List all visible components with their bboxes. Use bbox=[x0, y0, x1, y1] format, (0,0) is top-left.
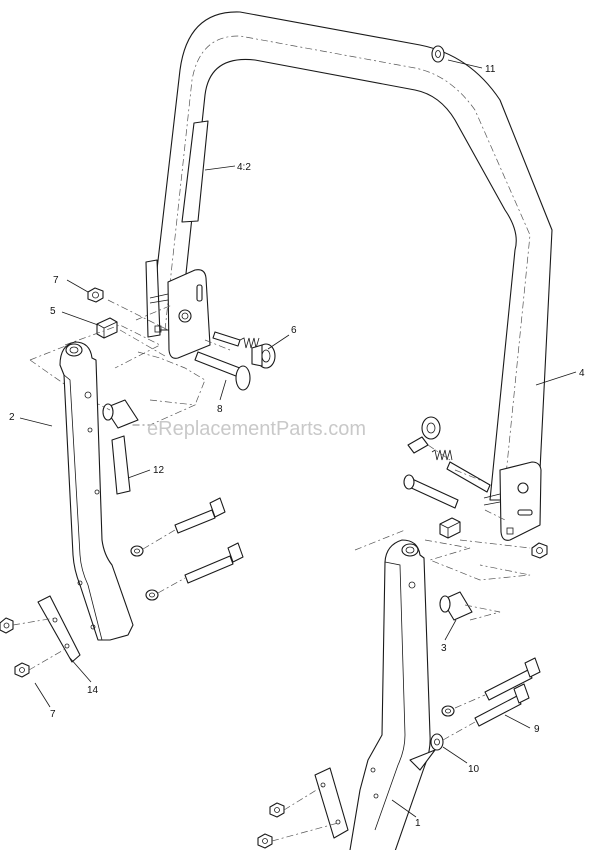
callout-8: 8 bbox=[217, 404, 223, 415]
left-hardware bbox=[29, 287, 276, 429]
callout-12: 12 bbox=[153, 465, 165, 476]
left-upright bbox=[59, 341, 134, 641]
right-hoop-plate bbox=[483, 461, 542, 541]
watermark: eReplacementParts.com bbox=[147, 418, 366, 440]
callout-3: 3 bbox=[441, 643, 447, 654]
callout-7-upper: 7 bbox=[53, 275, 59, 286]
callout-1: 1 bbox=[415, 818, 421, 829]
callout-5: 5 bbox=[50, 306, 56, 317]
roll-bar-upper bbox=[145, 11, 553, 501]
callout-10: 10 bbox=[468, 764, 480, 775]
leader-lines bbox=[19, 59, 577, 818]
callout-4-2: 4:2 bbox=[237, 162, 251, 173]
right-hardware bbox=[354, 416, 548, 621]
callout-2: 2 bbox=[9, 412, 15, 423]
callout-4: 4 bbox=[579, 368, 585, 379]
callout-9: 9 bbox=[534, 724, 540, 735]
callout-7-lower: 7 bbox=[50, 709, 56, 720]
right-bolts bbox=[257, 657, 541, 849]
washer-11 bbox=[431, 45, 445, 63]
callout-11: 11 bbox=[485, 64, 496, 75]
left-hoop-plate bbox=[149, 269, 211, 359]
left-bolts bbox=[0, 497, 244, 678]
right-upright bbox=[349, 539, 436, 850]
callout-14: 14 bbox=[87, 685, 99, 696]
callout-6: 6 bbox=[291, 325, 297, 336]
